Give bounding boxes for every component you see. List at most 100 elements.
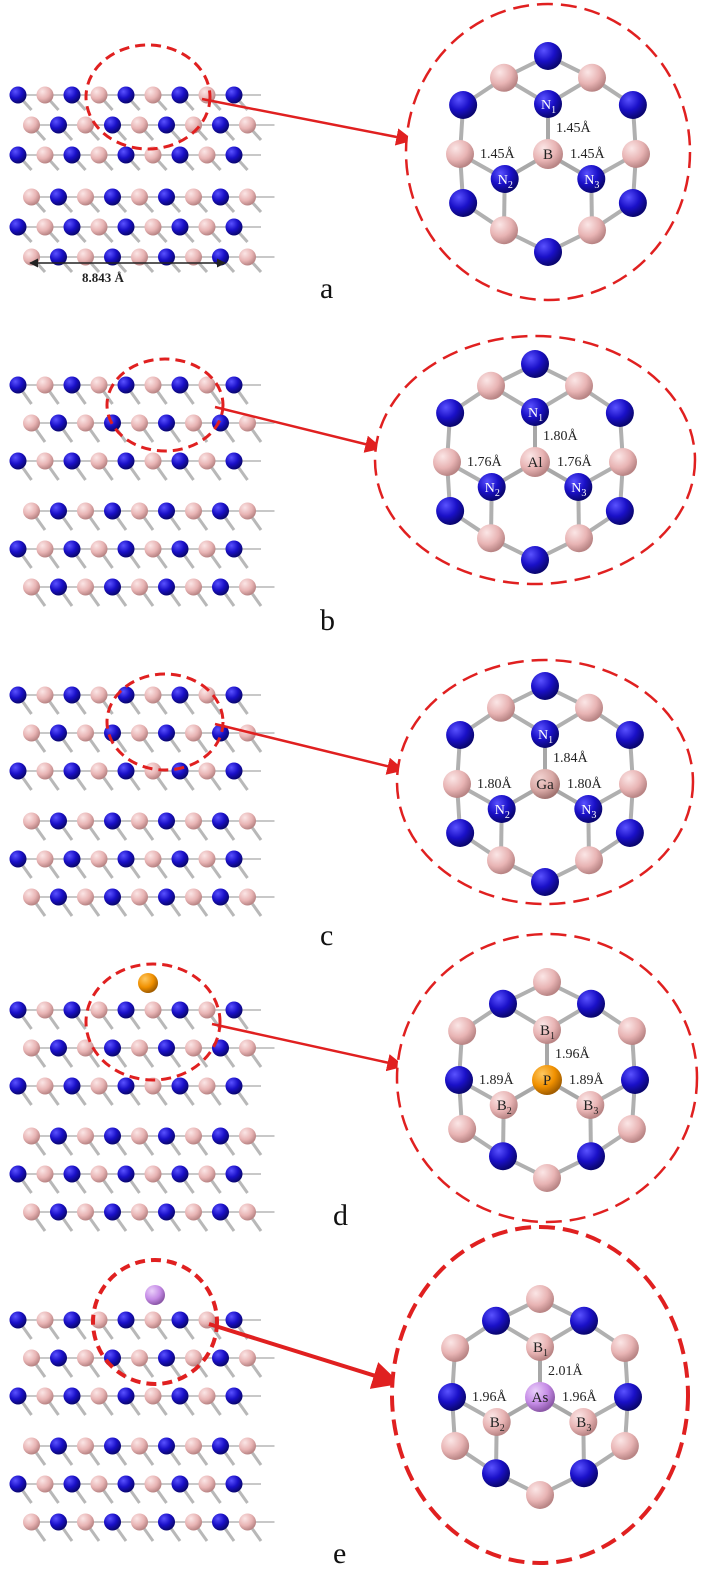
phosphorus-atom	[138, 973, 158, 993]
nitrogen-atom	[104, 1513, 121, 1531]
boron-atom	[144, 146, 162, 164]
boron-atom	[131, 1349, 148, 1367]
boron-atom	[36, 1077, 54, 1095]
boron-atom	[90, 850, 108, 868]
nitrogen-atom	[104, 1349, 121, 1367]
nitrogen-atom	[9, 452, 27, 470]
nitrogen-atom	[171, 86, 189, 104]
zoom-arrow	[211, 1022, 405, 1072]
neighbor-index: 1	[551, 105, 556, 116]
nitrogen-atom	[117, 686, 135, 704]
nitrogen-atom	[570, 1459, 598, 1488]
boron-atom	[239, 888, 256, 906]
boron-atom	[622, 140, 650, 168]
boron-atom	[23, 724, 40, 742]
nitrogen-atom	[225, 1387, 243, 1405]
boron-atom	[23, 116, 40, 134]
nitrogen-atom	[63, 376, 81, 394]
boron-atom	[90, 1387, 108, 1405]
nitrogen-atom	[50, 1513, 67, 1531]
nitrogen-atom	[117, 850, 135, 868]
boron-atom	[36, 218, 54, 236]
nitrogen-atom	[50, 414, 67, 432]
nitrogen-atom	[212, 812, 229, 830]
nitrogen-atom	[158, 1203, 175, 1221]
boron-atom	[131, 1513, 148, 1531]
nitrogen-atom	[104, 1127, 121, 1145]
nitrogen-atom	[212, 1127, 229, 1145]
nitrogen-atom	[445, 1066, 473, 1094]
neighbor-index: 3	[581, 488, 586, 499]
boron-atom	[144, 452, 162, 470]
nitrogen-atom	[50, 188, 67, 206]
nitrogen-atom	[9, 1311, 27, 1329]
nitrogen-atom	[171, 1387, 189, 1405]
boron-atom	[131, 1437, 148, 1455]
bond-length-left: 1.80Å	[477, 776, 513, 792]
nitrogen-atom	[9, 1077, 27, 1095]
boron-atom	[533, 968, 561, 996]
nitrogen-atom	[225, 146, 243, 164]
bond-length-right: 1.80Å	[567, 776, 603, 792]
boron-atom	[565, 524, 593, 553]
boron-atom	[36, 1165, 54, 1183]
boron-atom	[90, 452, 108, 470]
nitrogen-atom	[9, 1475, 27, 1493]
boron-atom	[198, 376, 216, 394]
nitrogen-atom	[63, 146, 81, 164]
boron-atom	[198, 1077, 216, 1095]
boron-atom	[198, 452, 216, 470]
nitrogen-atom	[171, 1475, 189, 1493]
nitrogen-atom	[225, 376, 243, 394]
nitrogen-atom	[577, 989, 605, 1018]
boron-atom	[198, 686, 216, 704]
boron-atom	[36, 376, 54, 394]
nitrogen-atom	[63, 218, 81, 236]
nitrogen-atom	[212, 502, 229, 520]
boron-atom	[185, 578, 202, 596]
nitrogen-atom	[225, 1001, 243, 1019]
boron-atom	[77, 414, 94, 432]
nitrogen-atom	[615, 721, 644, 749]
boron-atom	[131, 116, 148, 134]
nitrogen-atom	[50, 116, 67, 134]
nitrogen-atom	[63, 1475, 81, 1493]
nitrogen-atom	[158, 1127, 175, 1145]
boron-atom	[77, 724, 94, 742]
boron-atom	[198, 1387, 216, 1405]
boron-atom	[610, 1432, 639, 1460]
boron-atom	[239, 578, 256, 596]
boron-atom	[477, 371, 505, 400]
nitrogen-atom	[225, 540, 243, 558]
boron-atom	[441, 1432, 470, 1460]
neighbor-index: 2	[508, 180, 513, 191]
panel-label: c	[320, 919, 333, 952]
boron-atom	[198, 1001, 216, 1019]
center-atom	[530, 769, 560, 799]
nitrogen-atom	[531, 672, 559, 700]
boron-atom	[185, 812, 202, 830]
nitrogen-atom	[104, 188, 121, 206]
nitrogen-atom	[117, 1077, 135, 1095]
nitrogen-atom	[212, 888, 229, 906]
highlight-circle	[84, 43, 212, 151]
nitrogen-atom	[531, 868, 559, 896]
boron-atom	[144, 1311, 162, 1329]
boron-atom	[23, 1513, 40, 1531]
nitrogen-atom	[212, 578, 229, 596]
nitrogen-atom	[117, 86, 135, 104]
nitrogen-atom	[618, 91, 647, 119]
nitrogen-atom	[9, 376, 27, 394]
nitrogen-atom	[158, 578, 175, 596]
boron-atom	[239, 502, 256, 520]
nitrogen-atom	[104, 1203, 121, 1221]
nitrogen-atom	[225, 1077, 243, 1095]
center-atom	[525, 1382, 555, 1412]
boron-atom	[23, 812, 40, 830]
boron-atom	[77, 1349, 94, 1367]
highlight-circle	[91, 1258, 219, 1386]
boron-atom	[77, 1039, 94, 1057]
neighbor-index: 3	[594, 180, 599, 191]
